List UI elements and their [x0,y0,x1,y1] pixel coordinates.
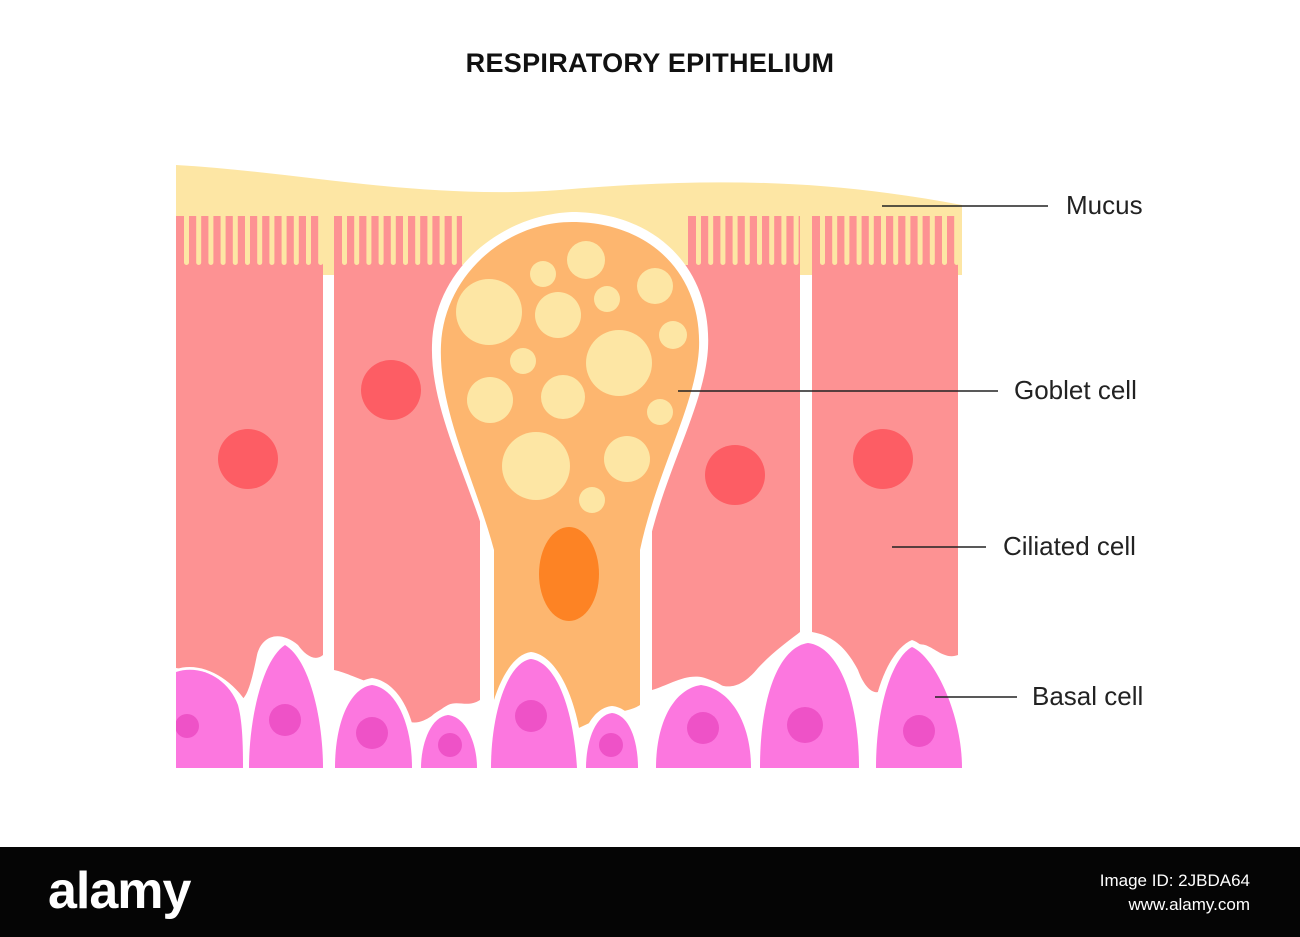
cilium-gap [245,212,250,265]
cilium-gap [390,212,396,265]
cilium-gap [427,212,433,265]
cilium-gap [403,212,408,265]
cilium-gap [451,212,457,265]
basal-nucleus [356,717,388,749]
watermark-footer: alamy Image ID: 2JBDA64 www.alamy.com [0,847,1300,937]
cilium-gap [232,212,238,265]
cilium-gap [306,212,311,265]
cilium-gap [366,212,372,265]
ciliated-nucleus-2 [361,360,421,420]
goblet-vesicle [535,292,581,338]
cilium-gap [342,212,347,265]
ciliated-nucleus-4 [853,429,913,489]
goblet-vesicle [541,375,585,419]
cilium-gap [415,212,421,265]
cilium-gap [220,212,226,265]
goblet-vesicle [579,487,605,513]
cilium-gap [868,212,874,265]
cilium-gap [757,212,762,265]
basal-nucleus [903,715,935,747]
alamy-logo: alamy [48,862,191,920]
basal-cell [176,669,243,768]
goblet-vesicle [647,399,673,425]
basal-nucleus [787,707,823,743]
goblet-vesicle [659,321,687,349]
footer-meta: Image ID: 2JBDA64 www.alamy.com [1100,869,1250,917]
cilium-gap [208,212,214,265]
label-goblet-cell: Goblet cell [1014,375,1137,405]
cilium-gap [318,212,324,265]
goblet-vesicle [567,241,605,279]
basal-nucleus [176,714,199,738]
cilium-gap [905,212,911,265]
cilium-gap [844,212,850,265]
cilium-gap [917,212,923,265]
label-basal-cell: Basal cell [1032,681,1144,711]
basal-nuclei [176,700,935,757]
image-id-text: Image ID: 2JBDA64 [1099,871,1250,890]
goblet-vesicle [637,268,673,304]
goblet-vesicle [586,330,652,396]
cilium-gap [942,212,947,265]
cilium-gap [196,212,202,265]
cilium-gap [269,212,275,265]
cilium-gap [820,212,825,265]
cilium-gap [832,212,838,265]
goblet-vesicle [510,348,536,374]
site-url-text: www.alamy.com [1128,895,1250,914]
cilium-gap [281,212,287,265]
basal-nucleus [269,704,301,736]
cilium-gap [293,212,299,265]
ciliated-nucleus-3 [705,445,765,505]
cilium-gap [793,212,799,265]
goblet-nucleus [539,527,599,621]
cilium-gap [184,212,189,265]
cilium-gap [378,212,384,265]
goblet-vesicle [502,432,570,500]
goblet-vesicle [604,436,650,482]
epithelium-diagram [176,165,1048,768]
label-ciliated-cell: Ciliated cell [1003,531,1136,561]
goblet-vesicle [467,377,513,423]
goblet-vesicle [594,286,620,312]
cilia-base [688,216,800,268]
cilium-gap [464,212,469,265]
basal-cell [876,647,962,768]
cilium-gap [954,212,960,265]
basal-cell [760,643,859,768]
cilium-gap [257,212,263,265]
basal-nucleus [687,712,719,744]
cilium-gap [720,212,726,265]
cilia-group [176,212,960,268]
cilium-gap [696,212,701,265]
basal-nucleus [599,733,623,757]
cilium-gap [781,212,787,265]
cilium-gap [708,212,714,265]
basal-nucleus [515,700,547,732]
ciliated-nucleus-1 [218,429,278,489]
cilium-gap [893,212,899,265]
goblet-vesicle [456,279,522,345]
cilium-gap [744,212,750,265]
page-title: RESPIRATORY EPITHELIUM [465,48,835,78]
cilium-gap [881,212,886,265]
basal-nucleus [438,733,462,757]
cilium-gap [856,212,862,265]
cilium-gap [929,212,935,265]
label-mucus: Mucus [1066,190,1143,220]
cilium-gap [769,212,775,265]
cilium-gap [439,212,445,265]
goblet-vesicle [530,261,556,287]
cilium-gap [354,212,360,265]
cilium-gap [732,212,738,265]
